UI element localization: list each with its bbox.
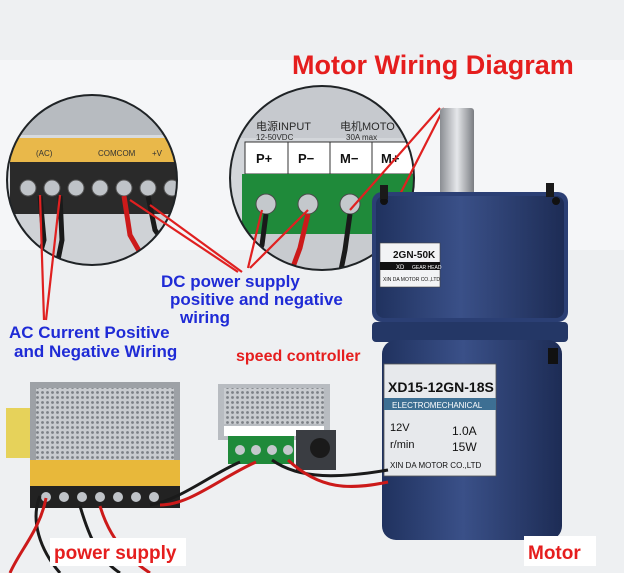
motor-band: ELECTROMECHANICAL (392, 401, 483, 410)
motor-unit (372, 108, 568, 540)
terminal-p-plus: P+ (256, 151, 273, 166)
motor-voltage: 12V (390, 422, 410, 434)
psu-ac-label: (AC) (36, 149, 53, 158)
motor-speed: r/min (390, 439, 414, 451)
motor-current: 1.0A (452, 424, 477, 438)
motor-model: XD15-12GN-18S (388, 379, 494, 395)
dc-label-line1: DC power supply (161, 272, 300, 291)
gearhead-maker: XIN DA MOTOR CO.,LTD (383, 277, 440, 283)
psu-v-label: +V (152, 149, 163, 158)
gearhead-brand: XD (396, 265, 405, 271)
motor-maker: XIN DA MOTOR CO.,LTD (390, 461, 481, 470)
speed-controller-unit (218, 384, 336, 470)
motor-label-backing (524, 536, 596, 566)
controller-motor-range: 30A max (346, 133, 377, 142)
dc-label-line2: positive and negative (170, 290, 343, 309)
diagram-title: Motor Wiring Diagram (292, 50, 574, 80)
gearhead-model: 2GN-50K (393, 250, 436, 261)
gearhead-type: GEAR HEAD (412, 265, 442, 271)
terminal-p-minus: P− (298, 151, 315, 166)
psu-com-label: COMCOM (98, 149, 136, 158)
controller-input-header: 电源INPUT (256, 119, 311, 133)
motor-label: Motor (528, 543, 581, 564)
speed-controller-label: speed controller (236, 348, 361, 365)
power-supply-label-backing (50, 538, 186, 566)
power-supply-unit (6, 382, 180, 508)
ac-label-line2: and Negative Wiring (14, 342, 178, 361)
terminal-m-minus: M− (340, 151, 359, 166)
motor-power: 15W (452, 440, 477, 454)
controller-input-range: 12-50VDC (256, 133, 294, 142)
controller-motor-header: 电机MOTO (340, 119, 395, 133)
dc-label-line3: wiring (180, 308, 231, 327)
ac-label-line1: AC Current Positive (9, 323, 170, 342)
terminal-m-plus: M+ (381, 151, 400, 166)
power-supply-label: power supply (54, 543, 177, 564)
